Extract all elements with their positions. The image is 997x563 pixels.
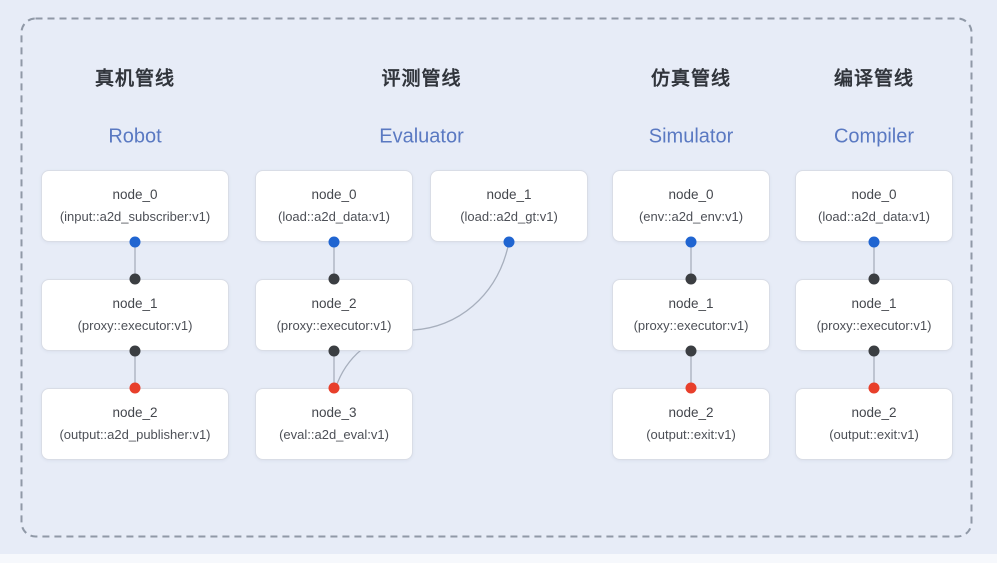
node-name-label: node_0 xyxy=(851,187,897,202)
node-type-label: (env::a2d_env:v1) xyxy=(638,209,744,224)
node-type-label: (load::a2d_data:v1) xyxy=(817,209,931,224)
node-name-label: node_1 xyxy=(668,296,714,311)
node-type-label: (proxy::executor:v1) xyxy=(816,318,932,333)
pipeline-subtitle-compiler: Compiler xyxy=(833,125,915,148)
node-name-label: node_0 xyxy=(112,187,158,202)
node-evaluator-node_3: node_3(eval::a2d_eval:v1) xyxy=(255,388,413,460)
node-name-label: node_2 xyxy=(112,405,158,420)
node-name-label: node_1 xyxy=(112,296,158,311)
node-type-label: (proxy::executor:v1) xyxy=(77,318,193,333)
node-name-label: node_0 xyxy=(311,187,357,202)
node-evaluator-node_2: node_2(proxy::executor:v1) xyxy=(255,279,413,351)
node-type-label: (output::a2d_publisher:v1) xyxy=(59,427,211,442)
node-simulator-node_0: node_0(env::a2d_env:v1) xyxy=(612,170,770,242)
node-compiler-node_2: node_2(output::exit:v1) xyxy=(795,388,953,460)
node-type-label: (eval::a2d_eval:v1) xyxy=(279,427,389,442)
pipeline-title-compiler: 编译管线 xyxy=(833,68,915,90)
pipeline-subtitle-evaluator: Evaluator xyxy=(379,125,464,148)
node-name-label: node_1 xyxy=(851,296,897,311)
node-name-label: node_2 xyxy=(668,405,714,420)
node-evaluator-node_1: node_1(load::a2d_gt:v1) xyxy=(430,170,588,242)
pipeline-subtitle-robot: Robot xyxy=(108,125,162,148)
node-type-label: (output::exit:v1) xyxy=(829,427,919,442)
node-name-label: node_1 xyxy=(486,187,532,202)
node-type-label: (load::a2d_data:v1) xyxy=(277,209,391,224)
node-compiler-node_0: node_0(load::a2d_data:v1) xyxy=(795,170,953,242)
node-evaluator-node_0: node_0(load::a2d_data:v1) xyxy=(255,170,413,242)
bottom-strip xyxy=(0,554,997,563)
node-robot-node_1: node_1(proxy::executor:v1) xyxy=(41,279,229,351)
node-simulator-node_1: node_1(proxy::executor:v1) xyxy=(612,279,770,351)
pipeline-subtitle-simulator: Simulator xyxy=(648,125,734,148)
node-type-label: (proxy::executor:v1) xyxy=(633,318,749,333)
node-type-label: (load::a2d_gt:v1) xyxy=(460,209,558,224)
node-type-label: (output::exit:v1) xyxy=(646,427,736,442)
node-name-label: node_3 xyxy=(311,405,357,420)
node-type-label: (proxy::executor:v1) xyxy=(276,318,392,333)
node-compiler-node_1: node_1(proxy::executor:v1) xyxy=(795,279,953,351)
node-name-label: node_2 xyxy=(311,296,357,311)
node-robot-node_2: node_2(output::a2d_publisher:v1) xyxy=(41,388,229,460)
pipeline-title-simulator: 仿真管线 xyxy=(650,68,732,90)
pipeline-title-robot: 真机管线 xyxy=(94,68,176,90)
node-name-label: node_0 xyxy=(668,187,714,202)
node-simulator-node_2: node_2(output::exit:v1) xyxy=(612,388,770,460)
pipeline-title-evaluator: 评测管线 xyxy=(381,68,462,90)
node-type-label: (input::a2d_subscriber:v1) xyxy=(59,209,211,224)
node-name-label: node_2 xyxy=(851,405,897,420)
node-robot-node_0: node_0(input::a2d_subscriber:v1) xyxy=(41,170,229,242)
